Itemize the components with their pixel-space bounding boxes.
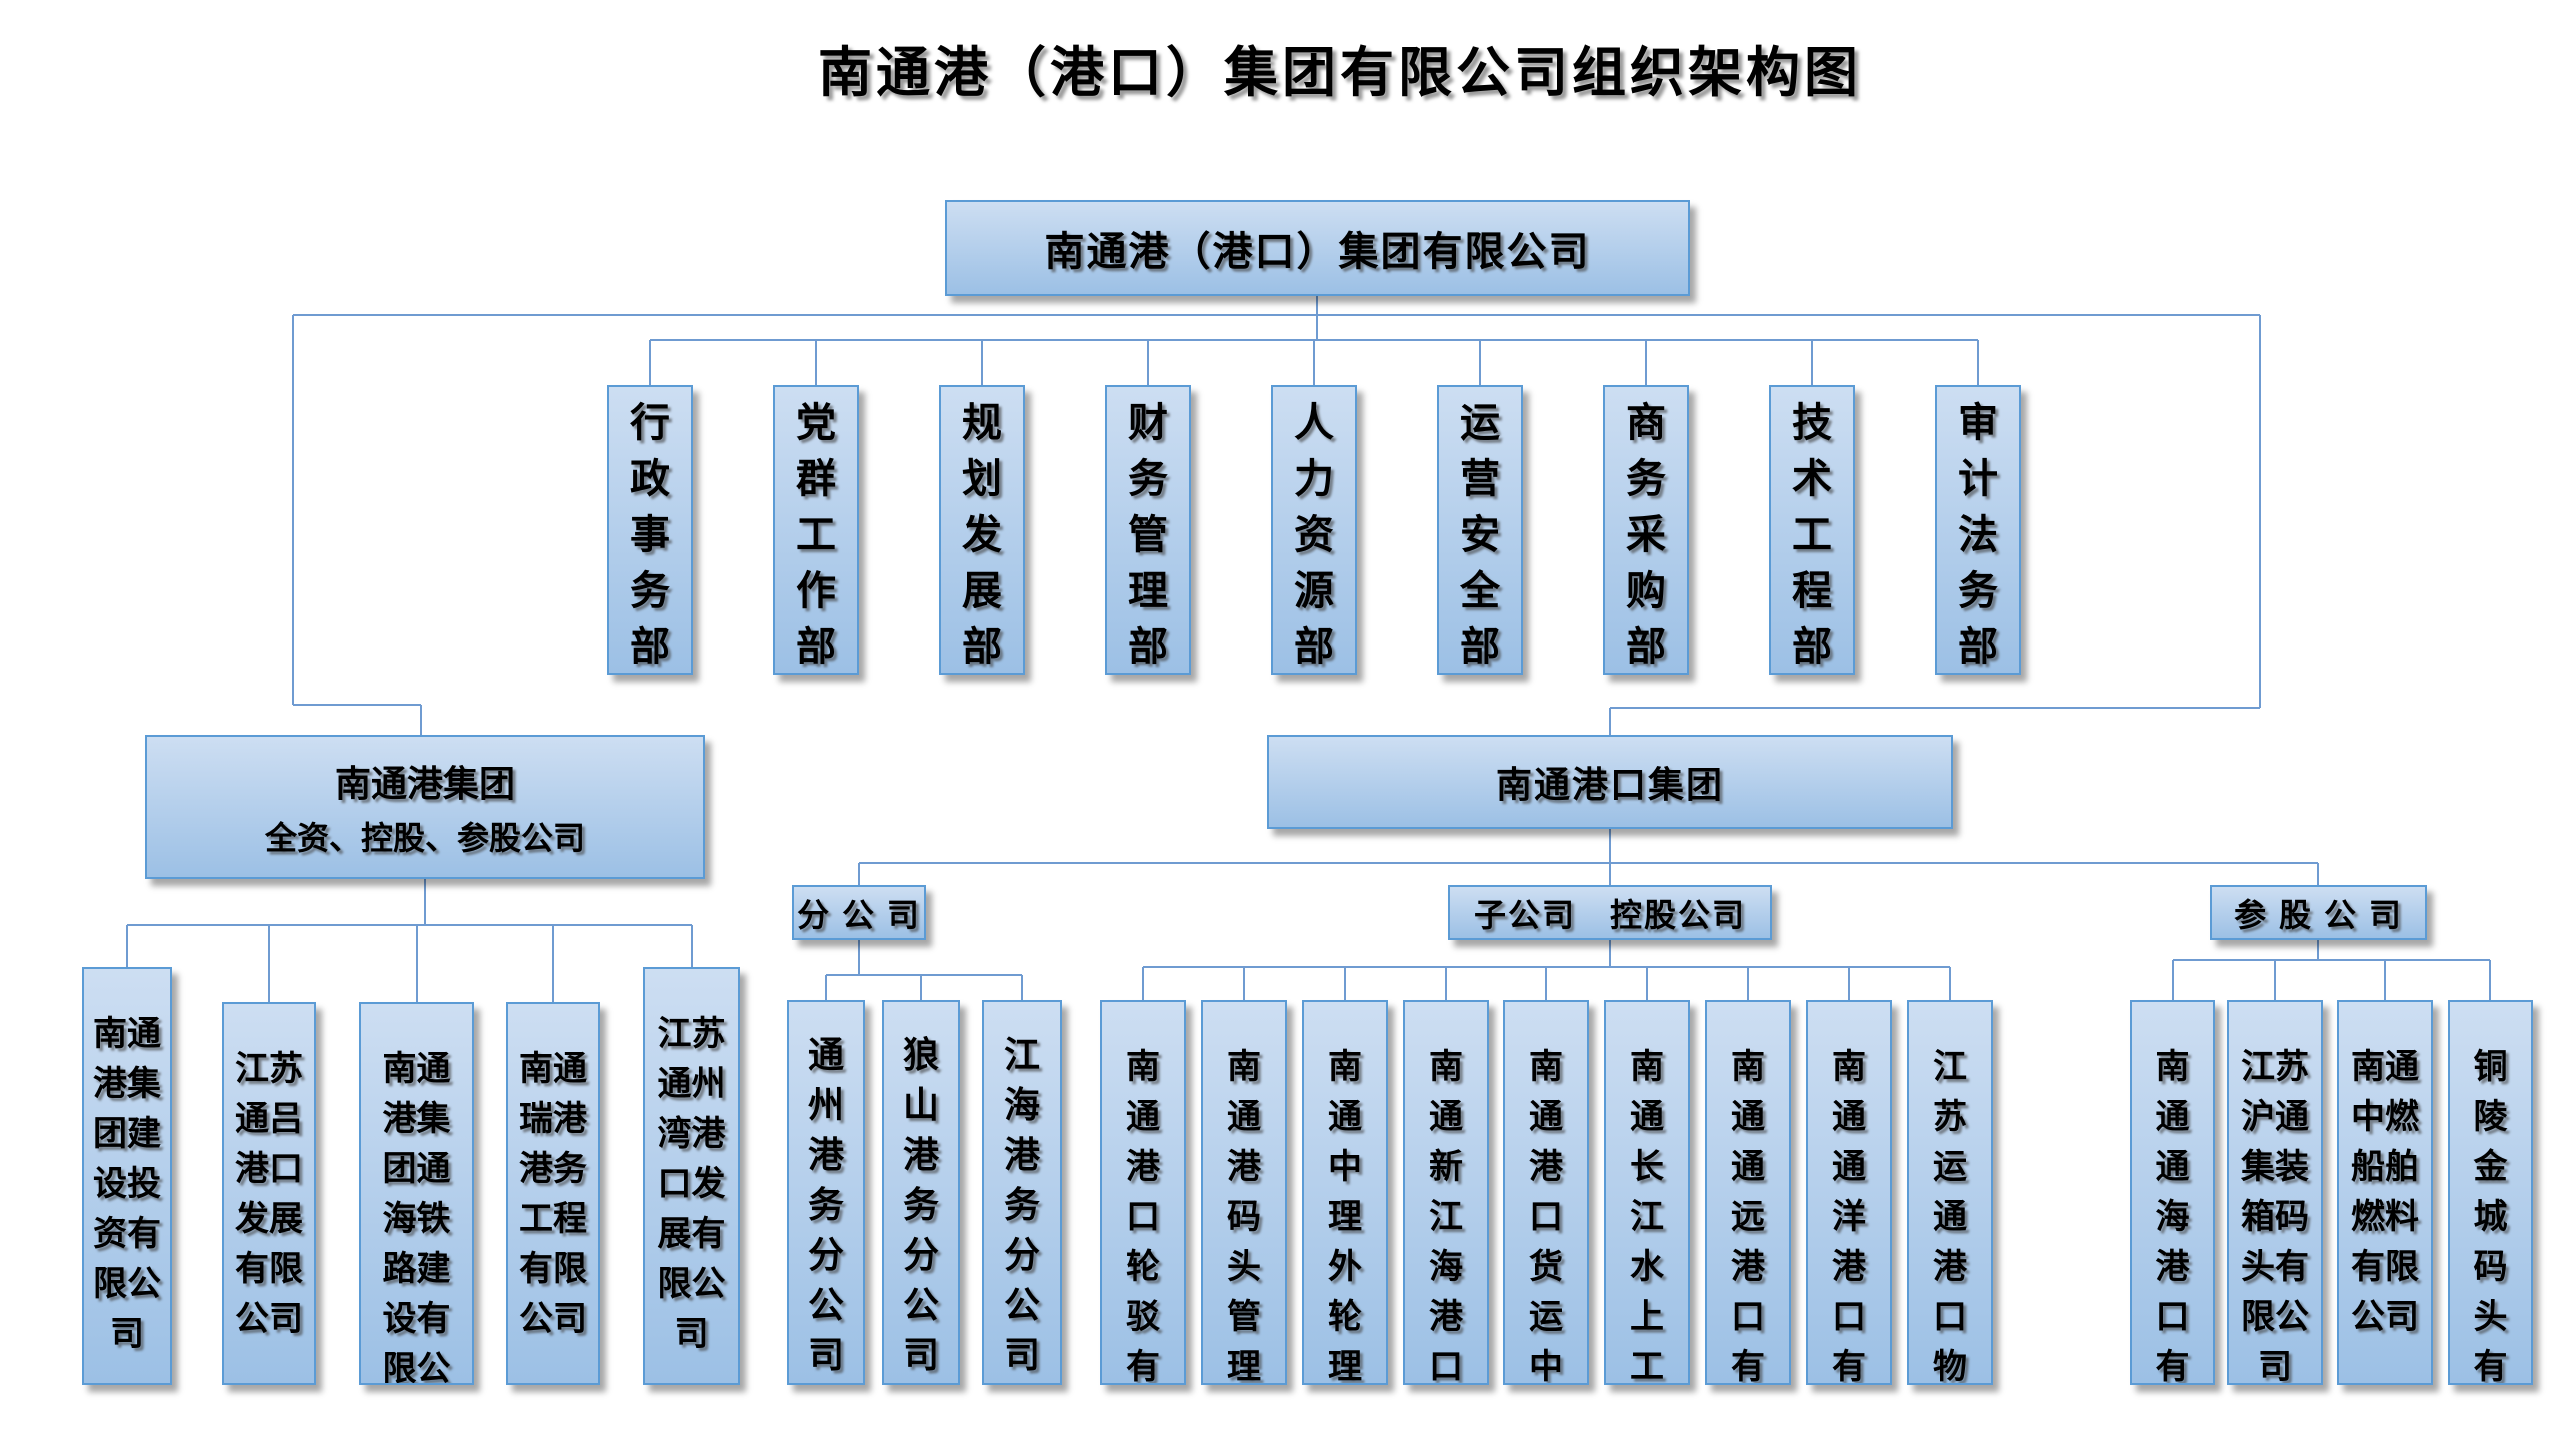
company-box: 南通新江海港口开发有限公司: [1403, 1000, 1489, 1385]
company-box: 南通港集团建设投资有限公司: [82, 967, 172, 1385]
group-header-box: 分 公 司: [792, 885, 926, 940]
company-box: 南通港集团通海铁路建设有限公司: [359, 1002, 474, 1385]
department-box: 财务管理部: [1105, 385, 1191, 675]
company-box: 江苏沪通集装箱码头有限公司: [2227, 1000, 2323, 1385]
company-box: 南通中燃船舶燃料有限公司: [2337, 1000, 2433, 1385]
left-branch-title: 南通港集团: [334, 763, 515, 804]
company-box: 南通港口货运中心有限公司: [1503, 1000, 1589, 1385]
group-header-box: 子公司 控股公司: [1448, 885, 1772, 940]
left-branch-box: 南通港集团 全资、控股、参股公司: [145, 735, 705, 879]
department-box: 行政事务部: [607, 385, 693, 675]
company-box: 南通通远港口有限公司: [1705, 1000, 1791, 1385]
company-box: 铜陵金城码头有限公司: [2448, 1000, 2533, 1385]
department-box: 规划发展部: [939, 385, 1025, 675]
department-box: 商务采购部: [1603, 385, 1689, 675]
company-box: 南通通海港口有限公司: [2130, 1000, 2215, 1385]
company-box: 南通港口轮驳有限公司: [1100, 1000, 1186, 1385]
department-box: 运营安全部: [1437, 385, 1523, 675]
left-branch-subtitle: 全资、控股、参股公司: [264, 820, 585, 856]
company-box: 南通瑞港港务工程有限公司: [506, 1002, 600, 1385]
company-box: 江海港务分公司: [982, 1000, 1062, 1385]
group-header-box: 参 股 公 司: [2210, 885, 2427, 940]
company-box: 通州港务分公司: [787, 1000, 865, 1385]
company-box: 南通长江水上工程有限公司: [1604, 1000, 1690, 1385]
root-company-box: 南通港（港口）集团有限公司: [945, 200, 1690, 296]
page-title: 南通港（港口）集团有限公司组织架构图: [818, 43, 1862, 103]
department-box: 审计法务部: [1935, 385, 2021, 675]
company-box: 江苏运通港口物流发展有限公司: [1907, 1000, 1993, 1385]
department-box: 党群工作部: [773, 385, 859, 675]
company-box: 狼山港务分公司: [882, 1000, 960, 1385]
department-box: 人力资源部: [1271, 385, 1357, 675]
company-box: 江苏通州湾港口发展有限公司: [643, 967, 740, 1385]
company-box: 南通港码头管理有限公司: [1201, 1000, 1287, 1385]
company-box: 南通通洋港口有限公司: [1806, 1000, 1892, 1385]
company-box: 江苏通吕港口发展有限公司: [222, 1002, 316, 1385]
company-box: 南通中理外轮理货有限公司: [1302, 1000, 1388, 1385]
right-branch-box: 南通港口集团: [1267, 735, 1953, 829]
department-box: 技术工程部: [1769, 385, 1855, 675]
